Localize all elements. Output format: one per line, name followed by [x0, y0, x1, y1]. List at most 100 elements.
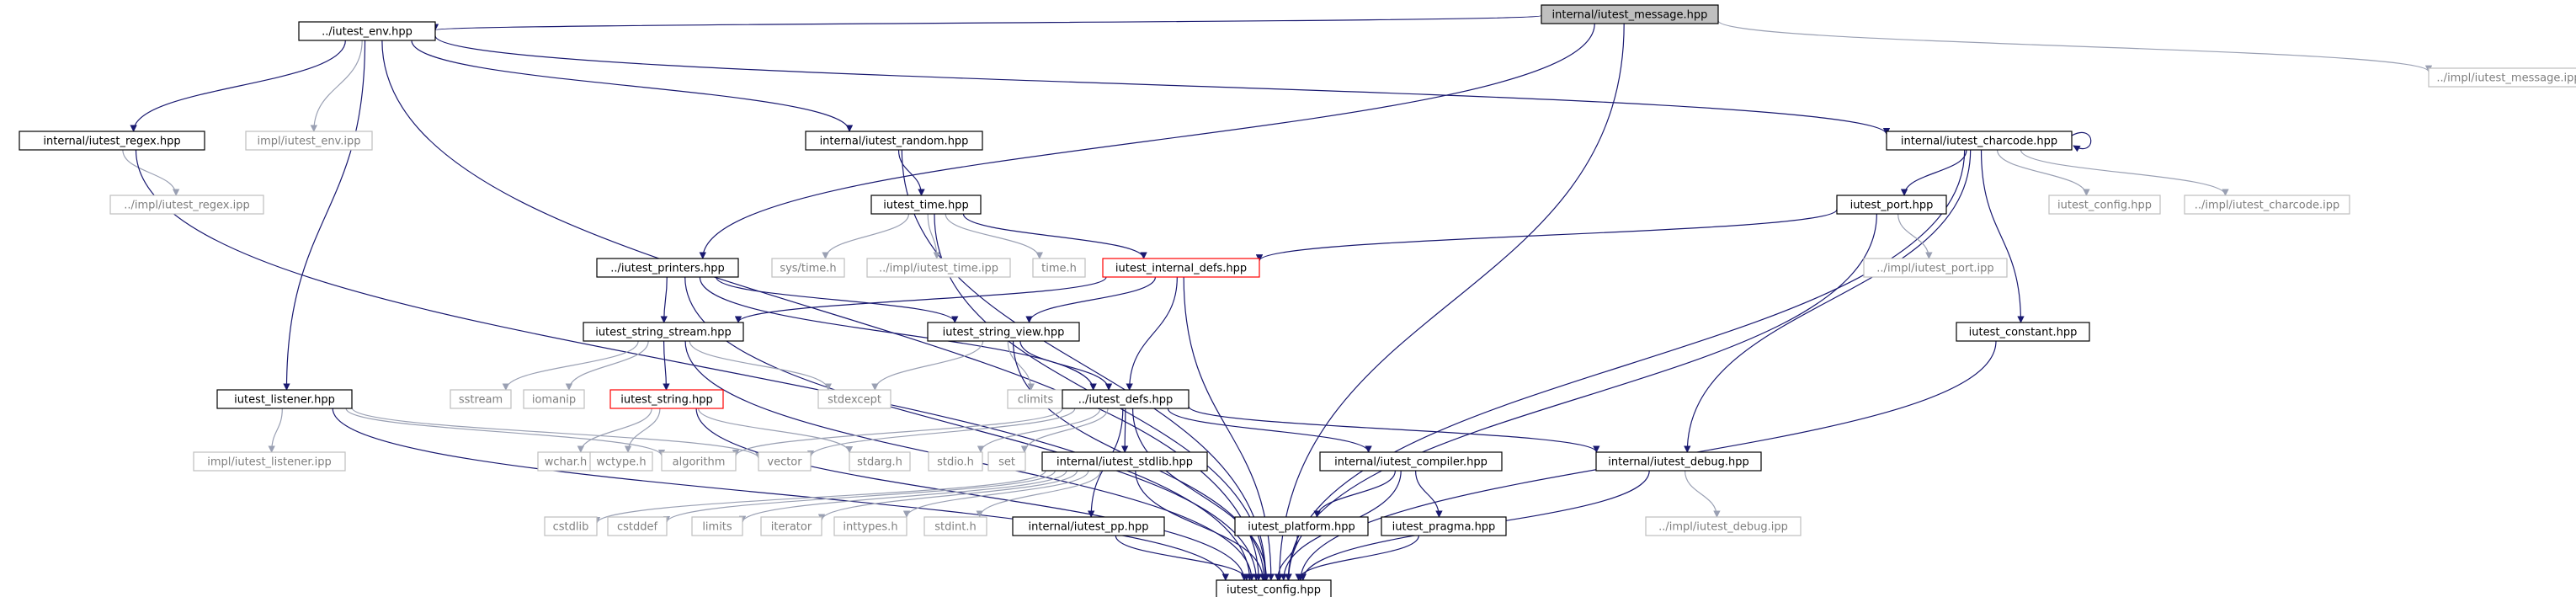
node-box [1062, 389, 1190, 409]
graph-node[interactable]: iutest_port.hpp [1836, 195, 1947, 215]
graph-node[interactable]: iutest_pragma.hpp [1381, 516, 1507, 536]
graph-node[interactable]: iutest_internal_defs.hpp [1102, 258, 1260, 278]
node-box [1645, 516, 1802, 536]
node-label: wchar.h [545, 456, 588, 469]
dependency-edge [1717, 20, 2432, 73]
dependency-edge [962, 213, 1147, 259]
node-label: stdint.h [934, 521, 976, 534]
graph-node[interactable]: internal/iutest_message.hpp [1541, 4, 1719, 24]
graph-node: ../impl/iutest_port.ipp [1863, 258, 2008, 278]
dependency-edge [565, 340, 649, 391]
dependency-edge [897, 149, 925, 196]
dependency-edge [817, 470, 1078, 521]
graph-node[interactable]: iutest_string_stream.hpp [583, 322, 744, 342]
node-label: inttypes.h [843, 521, 897, 534]
dependency-edge [663, 470, 1056, 524]
node-box [544, 516, 598, 536]
node-label: ../iutest_defs.hpp [1078, 394, 1173, 407]
graph-node[interactable]: internal/iutest_debug.hpp [1595, 451, 1762, 472]
graph-node: cstdlib [544, 516, 598, 536]
node-box [450, 389, 512, 409]
node-box [1319, 451, 1503, 472]
dependency-edge [732, 408, 1063, 457]
dependency-edge [698, 408, 854, 454]
graph-node: stdio.h [928, 451, 983, 472]
dependency-edge [822, 213, 910, 259]
dependency-edge [1275, 23, 1625, 581]
graph-node: wctype.h [589, 451, 653, 472]
graph-node: vector [758, 451, 812, 472]
dependency-edge [1120, 408, 1129, 453]
dependency-edge [1996, 149, 2090, 196]
graph-node[interactable]: internal/iutest_regex.hpp [19, 131, 205, 151]
dependency-edge [902, 470, 1089, 518]
node-box [609, 389, 724, 409]
node-box [1381, 516, 1507, 536]
node-label: internal/iutest_random.hpp [820, 136, 969, 148]
graph-node[interactable]: iutest_constant.hpp [1956, 322, 2090, 342]
dependency-edge [1274, 535, 1298, 581]
dependency-edge [663, 340, 670, 391]
node-label: iutest_time.hpp [883, 200, 969, 212]
node-box [1102, 258, 1260, 278]
dependency-edge [1684, 149, 1972, 453]
graph-node[interactable]: ../iutest_printers.hpp [596, 258, 739, 278]
node-box [245, 131, 373, 151]
node-box [923, 516, 987, 536]
dependency-edge [310, 40, 363, 132]
node-box [2428, 67, 2576, 88]
dependency-edge [1007, 340, 1035, 391]
graph-node[interactable]: internal/iutest_stdlib.hpp [1041, 451, 1208, 472]
dependency-edge [624, 408, 661, 453]
node-label: time.h [1041, 263, 1077, 275]
graph-node: impl/iutest_env.ipp [245, 131, 373, 151]
graph-node: time.h [1032, 258, 1086, 278]
graph-node[interactable]: internal/iutest_compiler.hpp [1319, 451, 1503, 472]
dependency-edge [2020, 149, 2229, 196]
dependency-edge [738, 470, 1067, 524]
graph-node[interactable]: iutest_string_view.hpp [927, 322, 1080, 342]
graph-node[interactable]: iutest_platform.hpp [1234, 516, 1369, 536]
node-label: cstdlib [553, 521, 589, 534]
graph-node[interactable]: internal/iutest_pp.hpp [1012, 516, 1165, 536]
dependency-edge [577, 408, 652, 453]
dependency-edge [901, 149, 1269, 581]
node-label: wctype.h [596, 456, 646, 469]
dependency-edge [1126, 276, 1178, 391]
dependency-edge [1131, 408, 1270, 581]
node-box [298, 21, 436, 41]
graph-node[interactable]: iutest_listener.hpp [216, 389, 353, 409]
graph-node[interactable]: internal/iutest_random.hpp [805, 131, 983, 151]
node-box [817, 389, 891, 409]
dependency-edge [1025, 276, 1157, 323]
graph-node[interactable]: ../iutest_env.hpp [298, 21, 436, 41]
dependency-edge [593, 470, 1046, 525]
graph-node[interactable]: internal/iutest_charcode.hpp [1886, 131, 2073, 151]
graph-node[interactable]: iutest_time.hpp [870, 195, 982, 215]
dependency-edge [1897, 213, 1933, 259]
node-label: iutest_string_view.hpp [943, 327, 1065, 339]
node-box [870, 195, 982, 215]
graph-node[interactable]: iutest_string.hpp [609, 389, 724, 409]
node-box [596, 258, 739, 278]
graph-node[interactable]: ../iutest_defs.hpp [1062, 389, 1190, 409]
graph-node: stdexcept [817, 389, 891, 409]
dependency-edge [122, 149, 180, 196]
node-box [1836, 195, 1947, 215]
node-label: ../impl/iutest_charcode.ipp [2195, 200, 2340, 212]
node-label: ../impl/iutest_debug.ipp [1658, 521, 1788, 534]
node-label: internal/iutest_stdlib.hpp [1056, 456, 1193, 469]
graph-node: sstream [450, 389, 512, 409]
node-label: iterator [771, 521, 812, 534]
graph-node[interactable]: iutest_config.hpp [1216, 579, 1332, 597]
node-label: ../impl/iutest_regex.ipp [124, 200, 250, 212]
node-label: iutest_internal_defs.hpp [1115, 263, 1247, 275]
dependency-edge [345, 408, 666, 457]
node-label: internal/iutest_debug.hpp [1608, 456, 1748, 469]
node-box [691, 516, 743, 536]
dependency-edge [434, 35, 1890, 136]
dependency-edge [871, 340, 984, 391]
dependency-edge [432, 14, 1542, 31]
graph-node: set [987, 451, 1026, 472]
node-box [833, 516, 907, 536]
